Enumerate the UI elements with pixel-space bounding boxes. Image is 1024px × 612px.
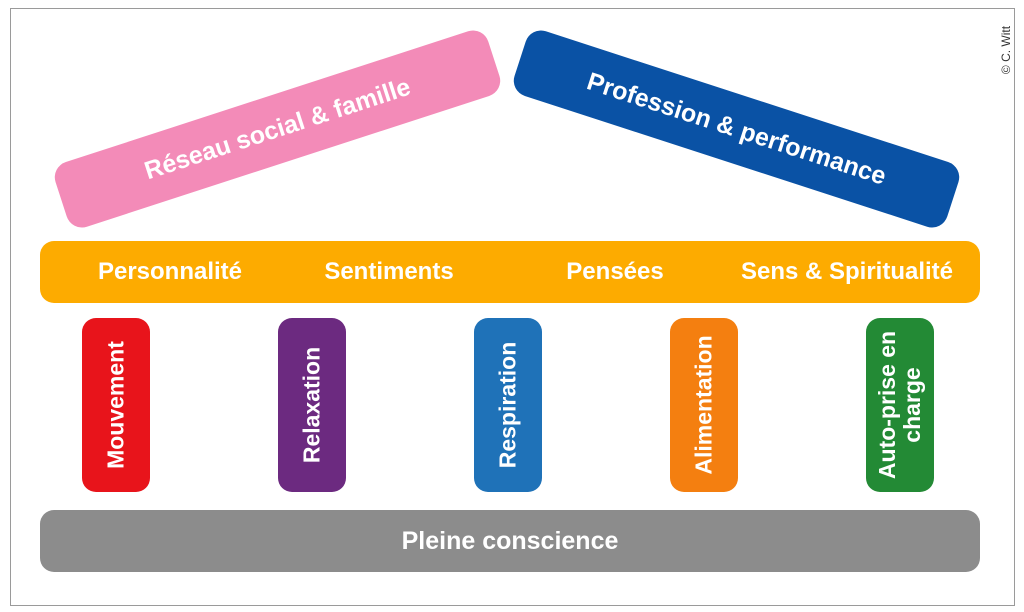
pillar-relaxation: Relaxation — [278, 318, 346, 492]
pillar-nutrition: Alimentation — [670, 318, 738, 492]
foundation-mindfulness: Pleine conscience — [40, 510, 980, 572]
foundation-label: Pleine conscience — [401, 526, 619, 555]
beam-item-feelings: Sentiments — [324, 258, 454, 285]
pillar-label: Respiration — [494, 341, 521, 469]
beam-item-spirituality: Sens & Spiritualité — [740, 258, 954, 285]
pillar-label: Mouvement — [102, 341, 129, 469]
beam-item-personality: Personnalité — [97, 258, 243, 285]
pillar-self-care: Auto-prise en charge — [866, 318, 934, 492]
diagram-frame — [10, 8, 1015, 606]
copyright-credit: © C. Witt — [999, 25, 1013, 75]
pillar-breathing: Respiration — [474, 318, 542, 492]
crossbeam: Personnalité Sentiments Pensées Sens & S… — [40, 241, 980, 303]
pillar-label: Relaxation — [298, 346, 325, 464]
pillar-movement: Mouvement — [82, 318, 150, 492]
beam-item-thoughts: Pensées — [566, 258, 664, 285]
pillar-label: Auto-prise en charge — [874, 330, 925, 480]
pillar-label: Alimentation — [690, 335, 717, 475]
